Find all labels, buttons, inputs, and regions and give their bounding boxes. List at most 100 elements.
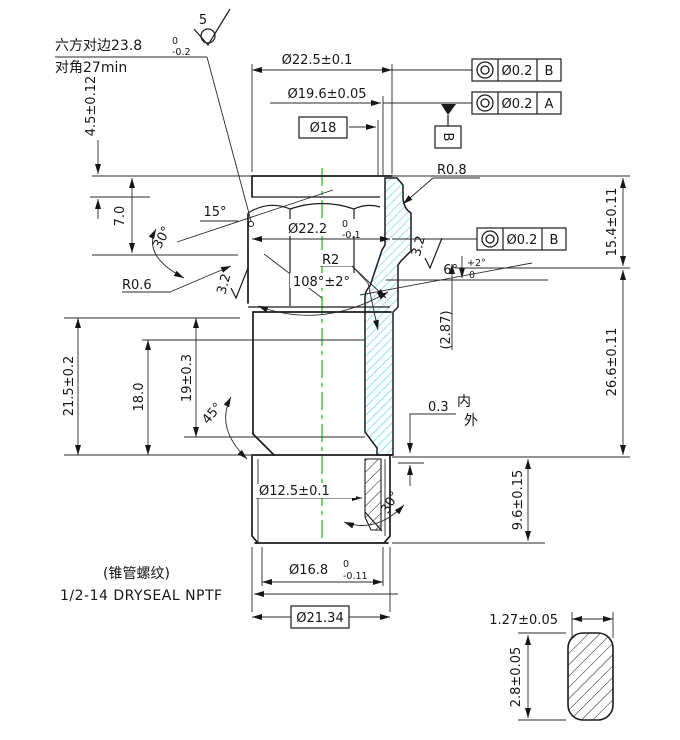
datum-triangle-icon — [441, 104, 456, 115]
dim-taper-sub: 0 — [469, 270, 475, 281]
dim-body-od-sup: 0 — [342, 219, 348, 230]
fcf-datum: B — [550, 233, 559, 248]
text-masks — [202, 116, 380, 629]
roughness-check-icon — [230, 267, 249, 300]
fcf-pilot: Ø0.2 A — [471, 91, 562, 115]
hex-chamfer-arc-2 — [289, 202, 355, 210]
dim-offset-value: 0.3 — [428, 400, 449, 415]
dim-minor: Ø16.8 — [289, 563, 328, 578]
tube-chamfer-right — [383, 535, 391, 544]
dim-h266: 26.6±0.11 — [605, 328, 620, 397]
dim-flange-od: Ø22.5±0.1 — [282, 53, 353, 68]
datum-box — [434, 125, 462, 149]
fcf-flange: Ø0.2 B — [471, 58, 562, 82]
note-hex-af-sub: -0.2 — [172, 47, 191, 58]
text-mask — [202, 204, 230, 218]
leader-hex-note — [206, 56, 252, 222]
note-hex-af: 六方对边23.8 — [55, 38, 142, 54]
dim-fillet-r: R0.6 — [122, 278, 152, 293]
datum-flag-b: B — [434, 104, 462, 149]
datum-letter: B — [440, 133, 455, 142]
roughness-symbol-2: 3.2 — [409, 234, 443, 270]
fcf-frame — [471, 91, 562, 115]
concentricity-icon — [480, 98, 490, 108]
dim-seat-angle: 108°±2° — [293, 275, 350, 290]
note-thread-cn: (锥管螺纹) — [103, 566, 170, 582]
note-across-corners: 对角27min — [55, 60, 127, 76]
leader-r2-b — [351, 265, 379, 331]
fcf-tolerance: Ø0.2 — [502, 97, 533, 112]
taper-6deg-line — [359, 262, 533, 296]
dimension-texts: 六方对边23.8 0 -0.2 对角27min 4.5±0.12 Ø22.5±0… — [55, 36, 620, 707]
dim-h96: 9.6±0.15 — [511, 470, 526, 531]
detail-view — [518, 612, 614, 721]
dim-offset-inner: 内 — [457, 394, 471, 410]
concentricity-icon — [481, 230, 499, 248]
dimension-lines — [55, 56, 626, 620]
concentricity-icon — [485, 234, 495, 244]
dim-seat-r: R2 — [322, 253, 339, 268]
concentricity-icon — [480, 65, 490, 75]
fcf-datum: A — [545, 97, 554, 112]
roughness-value: 5 — [199, 13, 207, 28]
text-mask — [318, 252, 352, 266]
roughness-circle-icon — [200, 28, 216, 44]
text-mask — [290, 273, 358, 288]
fcf-frame — [476, 227, 567, 251]
leader-r08 — [402, 177, 434, 205]
dim-washer-h: 4.5±0.12 — [84, 76, 99, 137]
fcf-tolerance: Ø0.2 — [502, 64, 533, 79]
roughness-symbols: 5 3.2 3.2 — [193, 8, 443, 300]
roughness-value: 3.2 — [409, 234, 429, 258]
basic-dim-box — [298, 116, 348, 139]
dim-offset-outer: 外 — [464, 413, 478, 429]
chamfer-45-edge — [252, 433, 275, 456]
dim-30deg: 30° — [151, 224, 175, 251]
thread-section-hatch — [364, 458, 382, 531]
leader-r2-a — [351, 265, 387, 299]
roughness-check-icon — [193, 8, 231, 47]
roughness-value: 3.2 — [215, 272, 235, 296]
dim-body-od: Ø22.2 — [288, 222, 327, 237]
dim-30deg-bottom: 30° — [378, 489, 403, 516]
dim-h154: 15.4±0.11 — [605, 188, 620, 257]
concentricity-icon — [476, 61, 494, 79]
dim-minor-sup: 0 — [343, 559, 349, 570]
arc-30deg — [148, 228, 185, 279]
text-mask — [256, 484, 356, 498]
basic-dim-box — [290, 605, 350, 629]
dim-body-od-sub: -0.1 — [342, 230, 361, 241]
note-hex-af-sup: 0 — [172, 36, 178, 47]
dim-ref287: (2.87) — [439, 310, 454, 349]
text-mask — [284, 219, 380, 236]
chamfer-construction-line — [176, 189, 334, 243]
dim-flange-r: R0.8 — [437, 163, 467, 178]
groove-section — [567, 632, 614, 721]
arc-108deg — [257, 291, 389, 316]
dim-pilot-od: Ø19.6±0.05 — [287, 87, 366, 102]
concentricity-icon — [476, 94, 494, 112]
dim-h190: 19±0.3 — [180, 354, 195, 402]
offset-leader — [409, 413, 426, 434]
dim-bore125: Ø12.5±0.1 — [259, 484, 330, 499]
hex-chamfer-arc-3 — [353, 204, 381, 210]
fcf-tolerance: Ø0.2 — [507, 233, 538, 248]
dim-h215: 21.5±0.2 — [62, 356, 77, 417]
dim-groove-h: 2.8±0.05 — [509, 647, 524, 708]
arc-45deg — [223, 396, 248, 460]
dim-taper: 6° — [443, 263, 458, 278]
dim-groove-w: 1.27±0.05 — [489, 613, 558, 628]
roughness-symbol-1: 3.2 — [215, 267, 249, 300]
dim-hex-h: 7.0 — [113, 206, 128, 227]
dim-minor-sub: -0.11 — [343, 571, 368, 582]
fcf-frame — [471, 58, 562, 82]
leader-dot — [248, 221, 254, 227]
hex-chamfer-arc-1 — [247, 204, 291, 214]
dim-taper-sup: +2° — [467, 258, 486, 269]
arc-30deg-bottom — [343, 504, 405, 529]
dim-h180: 18.0 — [132, 383, 147, 412]
leader-r06 — [169, 265, 232, 293]
dim-15deg: 15° — [203, 205, 226, 220]
